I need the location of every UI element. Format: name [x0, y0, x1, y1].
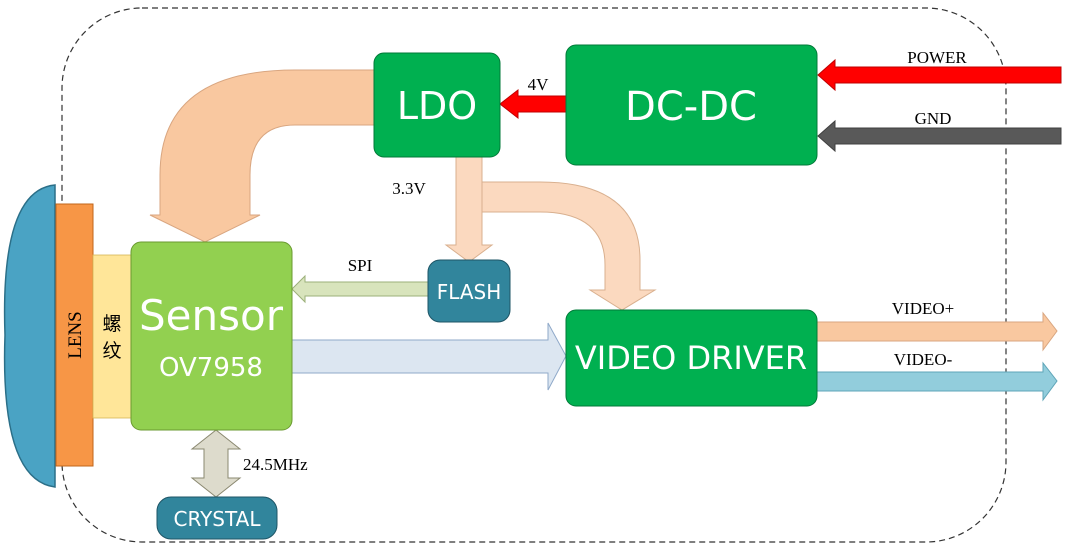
dcdc-to-ldo-arrow [499, 88, 568, 120]
spi-label: SPI [348, 256, 373, 275]
lens-thread [92, 254, 132, 419]
video-plus-label: VIDEO+ [892, 299, 954, 318]
thread-label-1: 螺 [102, 313, 121, 335]
sensor-label: Sensor [139, 291, 284, 340]
video-driver-block [565, 309, 818, 407]
spi-arrow [291, 274, 429, 304]
power-label: POWER [907, 48, 967, 67]
dcdc-label: DC-DC [625, 84, 757, 130]
v33-label: 3.3V [392, 179, 426, 198]
sensor-to-video-arrow [291, 322, 567, 391]
thread-label-2: 纹 [102, 340, 121, 362]
video-minus-arrow [816, 361, 1058, 402]
sensor-model-label: OV7958 [159, 353, 263, 383]
flash-label: FLASH [437, 280, 502, 304]
sensor-block [130, 241, 293, 431]
v4-label: 4V [528, 75, 550, 94]
ldo-label: LDO [397, 84, 477, 128]
flash-block [427, 259, 511, 323]
dcdc-block [565, 44, 818, 166]
lens-glass [3, 184, 56, 488]
ldo-block [373, 52, 501, 158]
gnd-label: GND [915, 109, 952, 128]
freq-label: 24.5MHz [243, 455, 308, 474]
crystal-block [156, 496, 278, 540]
lens-barrel [55, 203, 94, 467]
lens-label: LENS [65, 311, 86, 359]
ldo-to-flash-arrow [444, 156, 494, 263]
crystal-label: CRYSTAL [174, 507, 262, 531]
gnd-arrow [817, 119, 1062, 153]
ldo-to-video-arrow [481, 181, 657, 311]
ldo-to-sensor-arrow [149, 69, 376, 243]
video-minus-label: VIDEO- [894, 350, 953, 369]
video-plus-arrow [816, 311, 1058, 352]
crystal-arrow [190, 429, 242, 498]
video-driver-label: VIDEO DRIVER [575, 339, 807, 377]
power-arrow [817, 58, 1062, 92]
